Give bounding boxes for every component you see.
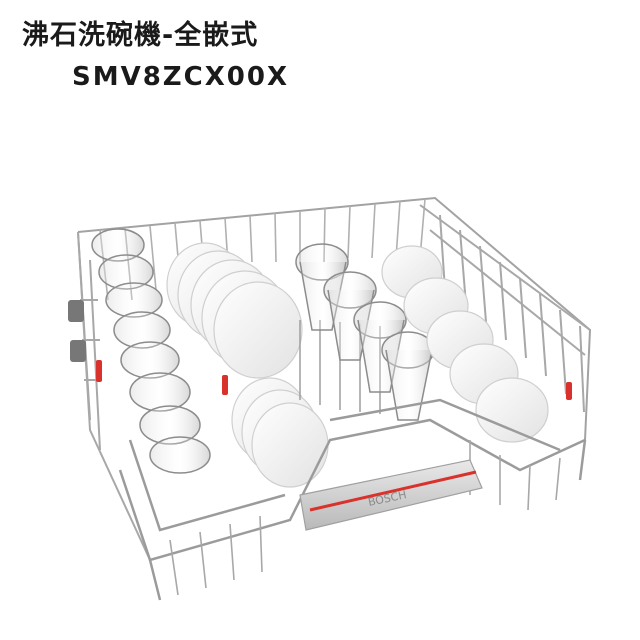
left-side-clips — [68, 300, 86, 362]
bowls-right — [381, 245, 549, 443]
glasses-left-column — [91, 228, 211, 474]
glasses-middle — [295, 243, 435, 421]
plates-stack — [166, 242, 303, 379]
rack-front-frame — [118, 398, 587, 601]
product-title: 沸石洗碗機-全嵌式 — [22, 20, 259, 51]
rack-handle — [299, 459, 483, 531]
front-rack-wires — [169, 440, 561, 596]
rack-right-side — [419, 204, 591, 413]
product-model: SMV8ZCX00X — [72, 62, 290, 92]
small-plates-stack — [231, 377, 329, 488]
